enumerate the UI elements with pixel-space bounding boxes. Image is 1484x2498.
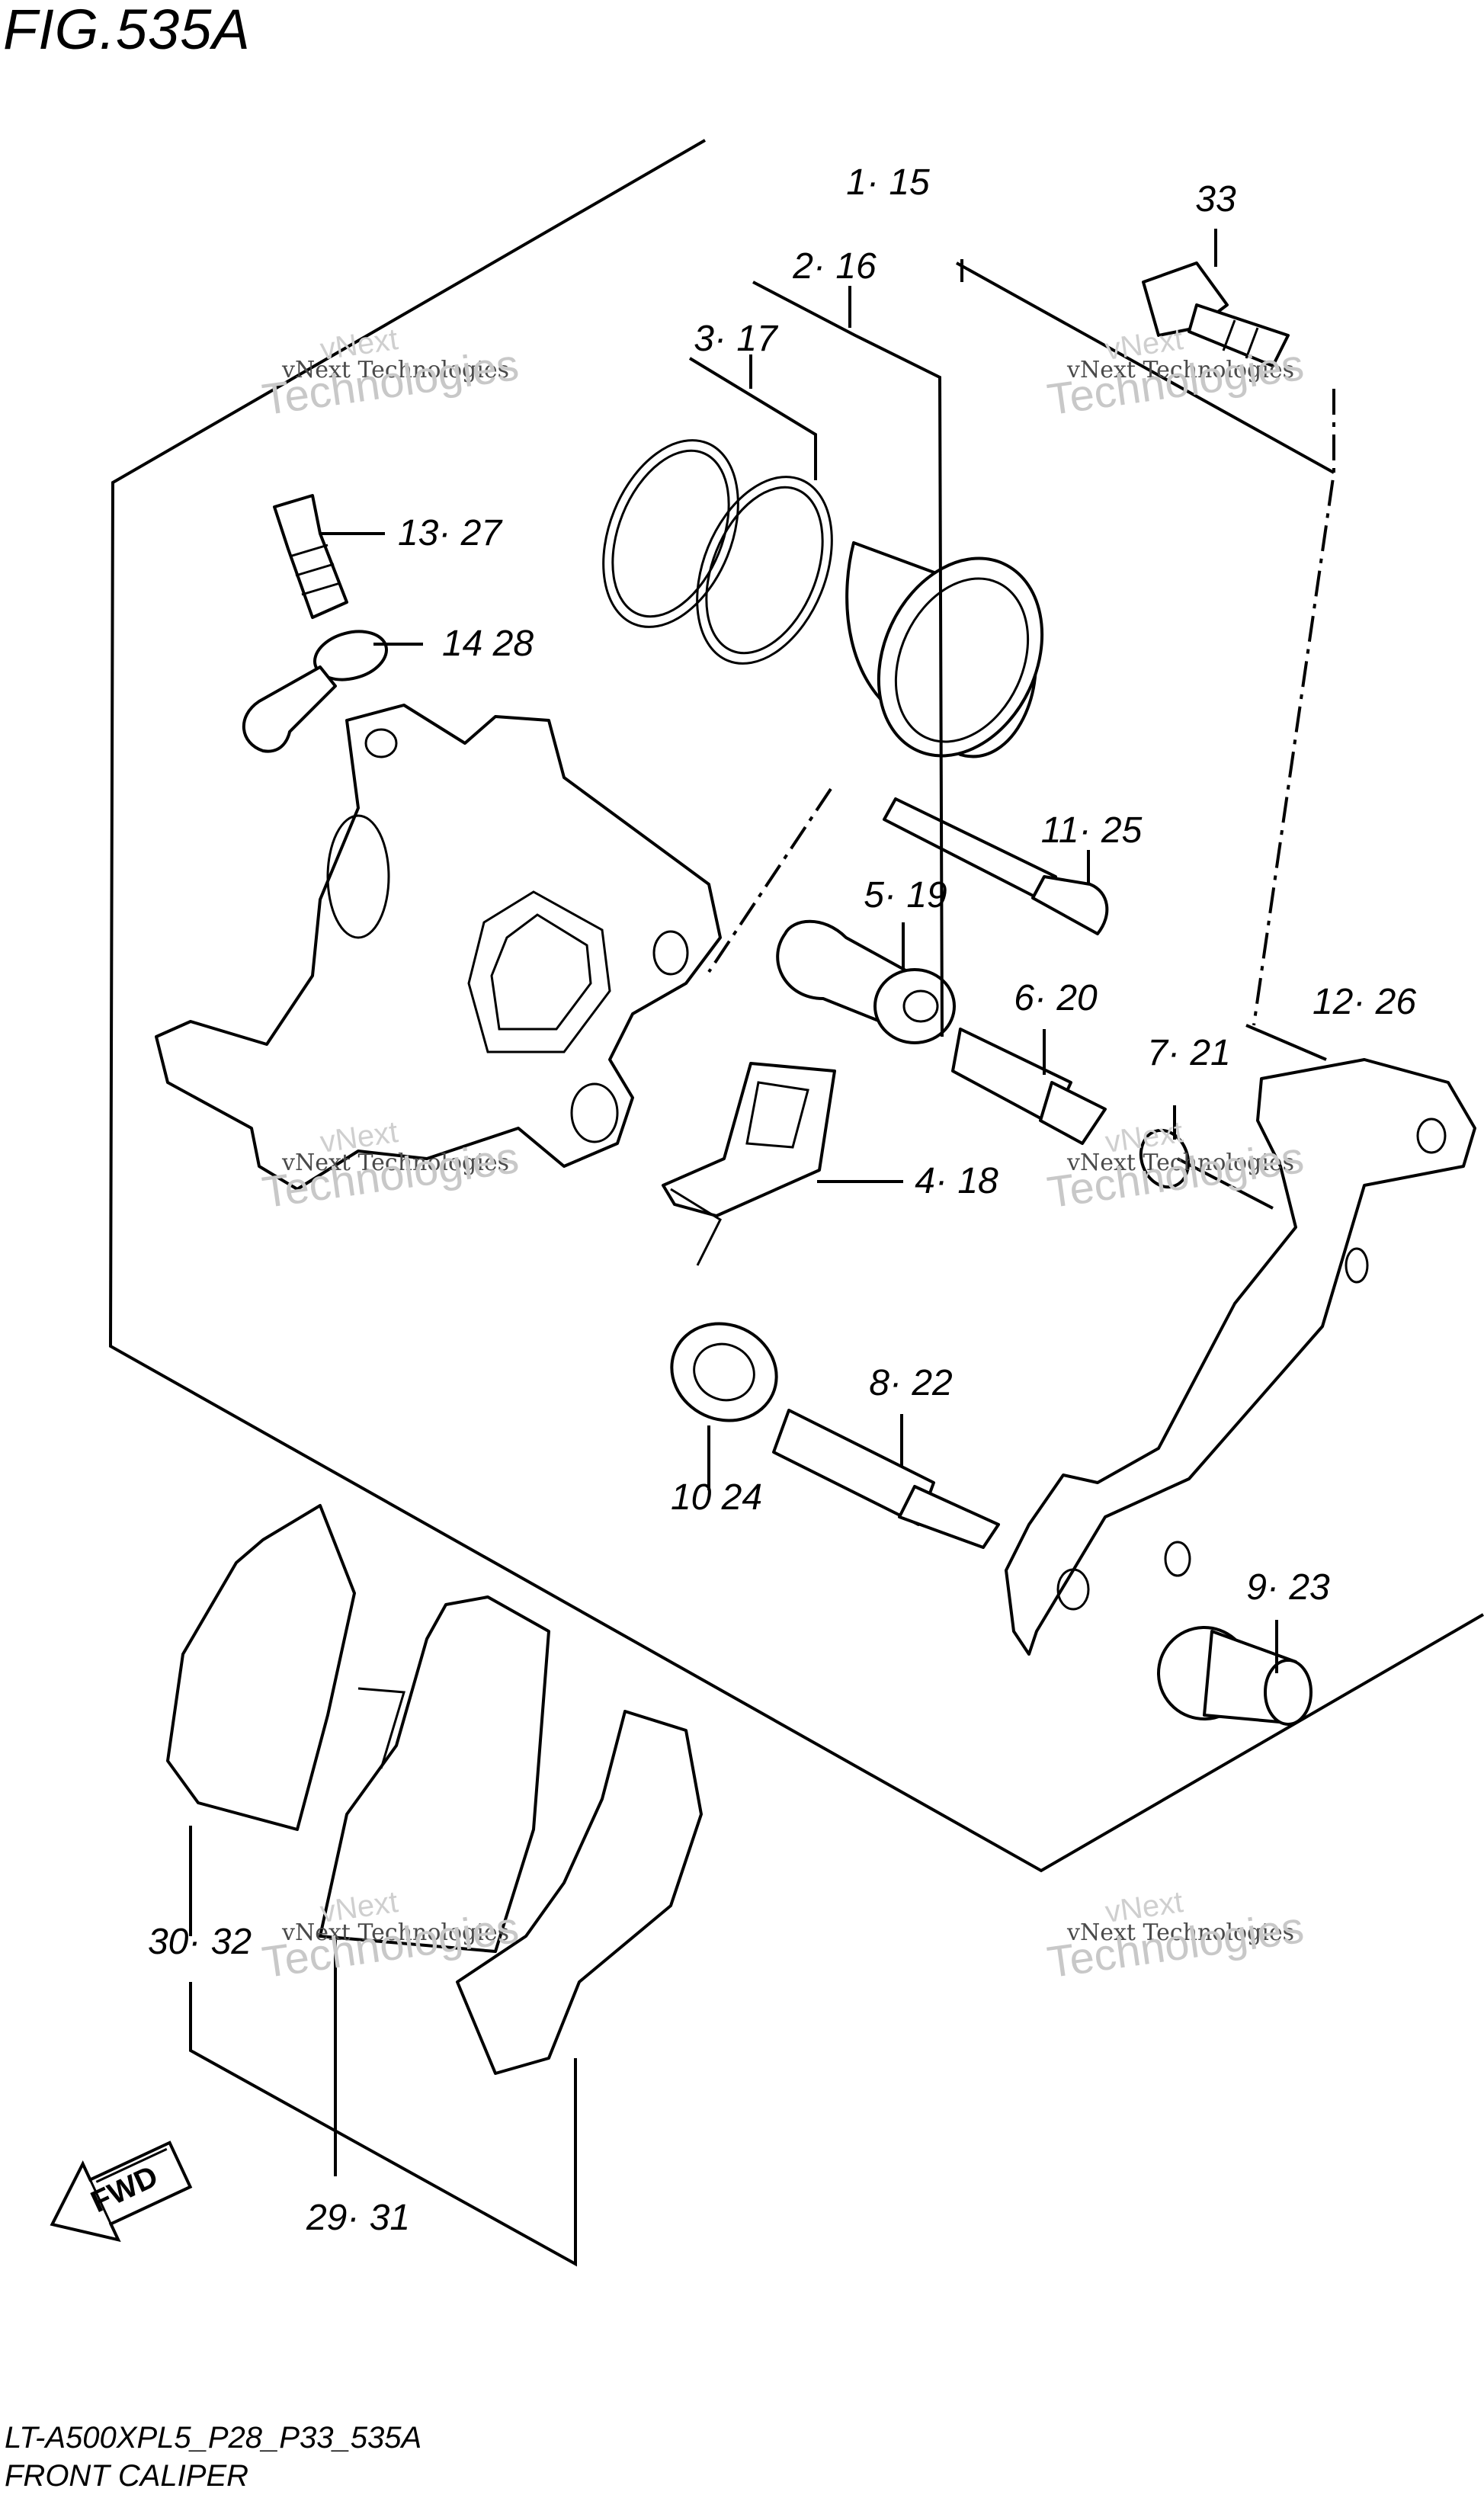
callout-12-26: 12· 26 bbox=[1312, 982, 1417, 1022]
callout-2-16: 2· 16 bbox=[793, 246, 877, 287]
caliper-body bbox=[155, 704, 722, 1191]
figure-title: FIG.535A bbox=[3, 0, 251, 61]
callout-29-31: 29· 31 bbox=[306, 2198, 411, 2238]
forward-arrow-icon bbox=[50, 2140, 193, 2243]
bleeder-screw bbox=[273, 494, 348, 619]
brake-pad-inner bbox=[319, 1595, 550, 1953]
callout-30-32: 30· 32 bbox=[147, 1922, 252, 1962]
callout-7-21: 7· 21 bbox=[1147, 1033, 1231, 1073]
caliper-bracket bbox=[1005, 1058, 1476, 1656]
callout-9-23: 9· 23 bbox=[1246, 1567, 1330, 1608]
pin-washer bbox=[1139, 1128, 1191, 1189]
callout-3-17: 3· 17 bbox=[694, 319, 777, 359]
leader-lines bbox=[189, 229, 1335, 2267]
section-name: FRONT CALIPER bbox=[5, 2459, 249, 2493]
pad-shim bbox=[456, 1710, 703, 2075]
callout-10-24: 10 24 bbox=[670, 1477, 763, 1518]
dashdot-line-bolt bbox=[1252, 389, 1335, 1026]
callout-13-27: 13· 27 bbox=[397, 513, 502, 553]
callout-4-18: 4· 18 bbox=[915, 1161, 998, 1201]
callout-11-25: 11· 25 bbox=[1040, 810, 1143, 851]
dashdot-line-pin bbox=[707, 787, 832, 973]
guide-pin bbox=[772, 1409, 1000, 1549]
pin-sleeve bbox=[776, 919, 956, 1044]
bushing bbox=[1157, 1626, 1313, 1726]
pad-spring bbox=[662, 1062, 836, 1266]
brake-pad-outer bbox=[166, 1504, 356, 1831]
bleeder-cap bbox=[242, 630, 389, 753]
dust-seal bbox=[696, 476, 833, 665]
callout-1-15: 1· 15 bbox=[846, 162, 930, 203]
slide-pin bbox=[883, 797, 1109, 935]
callout-14-28: 14 28 bbox=[441, 624, 534, 664]
callout-5-19: 5· 19 bbox=[864, 875, 947, 916]
caliper-pin bbox=[951, 1028, 1107, 1145]
piston-seal bbox=[602, 439, 739, 628]
callout-8-22: 8· 22 bbox=[869, 1363, 953, 1403]
mounting-bolt bbox=[1142, 261, 1290, 367]
callout-33: 33 bbox=[1195, 179, 1236, 220]
caliper-piston bbox=[845, 541, 1044, 758]
assembly-outline bbox=[108, 139, 1484, 1873]
pin-boot bbox=[670, 1322, 778, 1422]
callout-6-20: 6· 20 bbox=[1014, 978, 1098, 1018]
model-code: LT-A500XPL5_P28_P33_535A bbox=[5, 2421, 422, 2455]
